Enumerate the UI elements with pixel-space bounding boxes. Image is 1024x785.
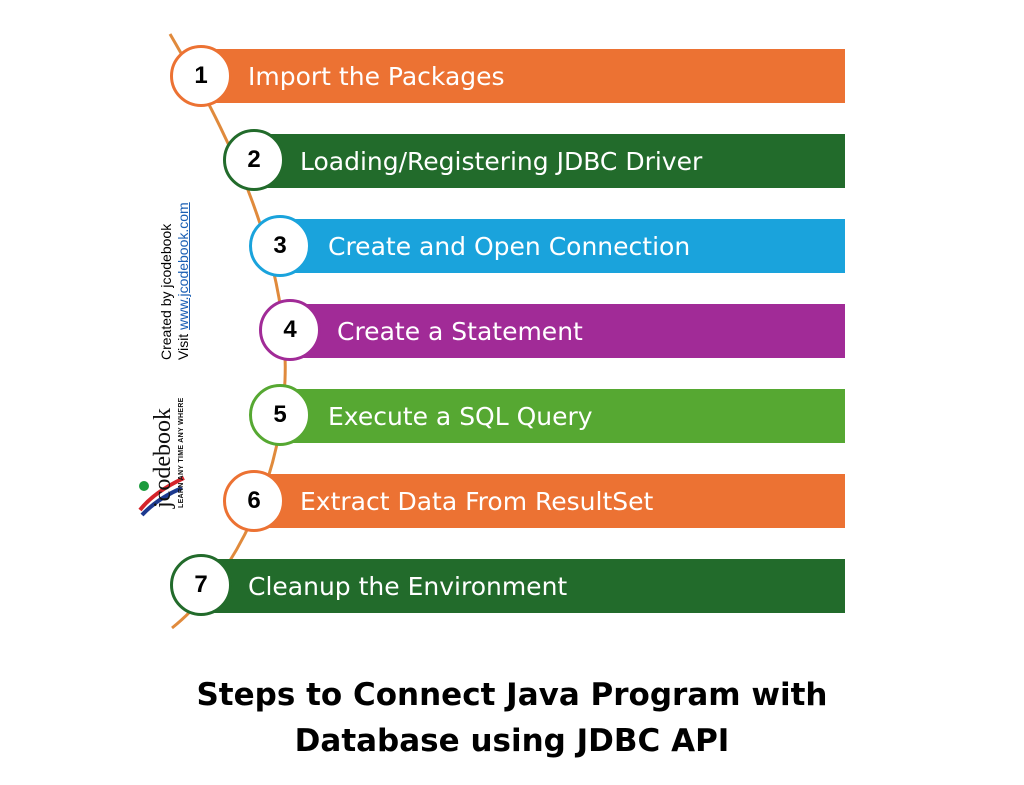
caption-line-1: Steps to Connect Java Program with bbox=[196, 677, 828, 713]
step-number: 1 bbox=[194, 62, 208, 89]
step-label: Cleanup the Environment bbox=[248, 571, 568, 601]
step-bar-5: Execute a SQL Query bbox=[280, 389, 845, 443]
logo-brand: jcodebook bbox=[150, 408, 176, 508]
created-by-text: Created by jcodebook bbox=[158, 223, 174, 360]
jcodebook-logo: jcodebook LEARN ANY TIME ANY WHERE bbox=[132, 360, 192, 520]
step-bar-1: Import the Packages bbox=[201, 49, 845, 103]
caption-line-2: Database using JDBC API bbox=[294, 723, 730, 759]
step-number: 3 bbox=[273, 232, 287, 259]
step-number-circle-4: 4 bbox=[259, 299, 321, 361]
step-bar-4: Create a Statement bbox=[290, 304, 845, 358]
step-label: Import the Packages bbox=[248, 61, 505, 91]
diagram-caption: Steps to Connect Java Program with Datab… bbox=[0, 672, 1024, 764]
step-number: 2 bbox=[247, 146, 261, 173]
visit-prefix: Visit bbox=[175, 329, 191, 360]
step-number-circle-5: 5 bbox=[249, 384, 311, 446]
step-number: 6 bbox=[247, 487, 261, 514]
step-label: Loading/Registering JDBC Driver bbox=[300, 146, 703, 176]
visit-line: Visit www.jcodebook.com bbox=[175, 202, 192, 360]
step-label: Create a Statement bbox=[337, 316, 583, 346]
logo-swoosh-icon bbox=[138, 476, 185, 517]
step-bar-2: Loading/Registering JDBC Driver bbox=[254, 134, 845, 188]
step-label: Execute a SQL Query bbox=[328, 401, 593, 431]
step-number: 7 bbox=[194, 571, 208, 598]
step-label: Create and Open Connection bbox=[328, 231, 691, 261]
logo-tagline: LEARN ANY TIME ANY WHERE bbox=[178, 397, 185, 508]
step-number-circle-3: 3 bbox=[249, 215, 311, 277]
website-link[interactable]: www.jcodebook.com bbox=[175, 202, 191, 330]
step-bar-7: Cleanup the Environment bbox=[201, 559, 845, 613]
step-label: Extract Data From ResultSet bbox=[300, 486, 654, 516]
step-bar-6: Extract Data From ResultSet bbox=[254, 474, 845, 528]
step-number-circle-6: 6 bbox=[223, 470, 285, 532]
step-number: 4 bbox=[283, 316, 297, 343]
credit-text: Created by jcodebook Visit www.jcodebook… bbox=[158, 202, 192, 360]
step-number-circle-1: 1 bbox=[170, 45, 232, 107]
step-number-circle-7: 7 bbox=[170, 554, 232, 616]
step-bar-3: Create and Open Connection bbox=[280, 219, 845, 273]
step-number-circle-2: 2 bbox=[223, 129, 285, 191]
step-number: 5 bbox=[273, 401, 287, 428]
